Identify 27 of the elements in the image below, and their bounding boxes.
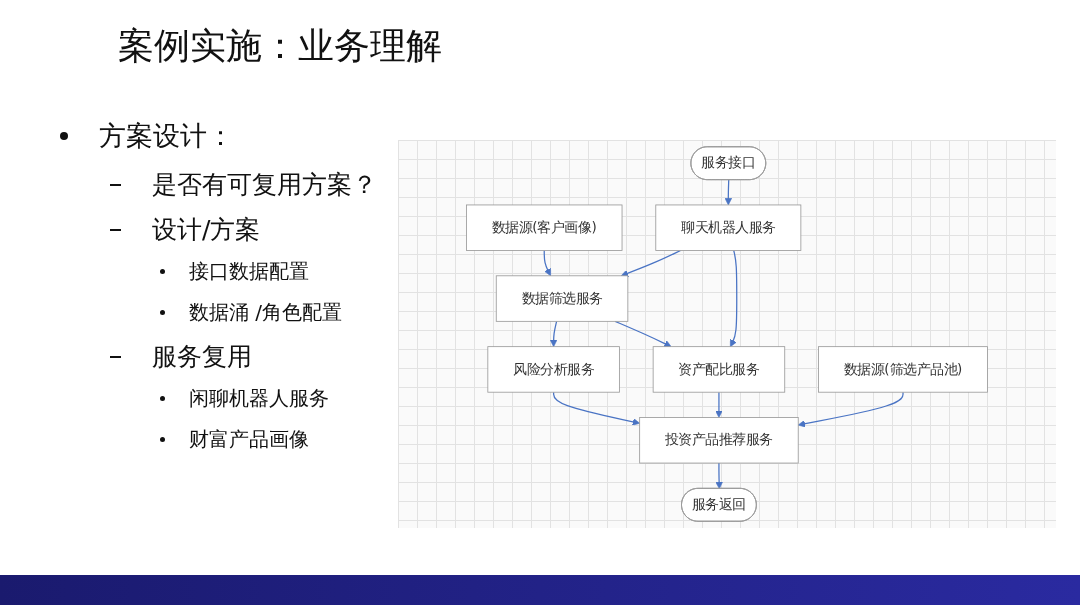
- node-box: [639, 417, 799, 464]
- bullet-text: 方案设计：: [99, 119, 234, 153]
- node-box: [487, 346, 620, 393]
- node-box: [466, 204, 623, 251]
- arrow: [552, 391, 640, 426]
- node-box: [495, 275, 629, 322]
- arrow: [620, 249, 682, 277]
- node-box: [655, 204, 802, 251]
- bullet-text: 财富产品画像: [189, 426, 309, 453]
- node-box: [818, 346, 988, 393]
- arrow: [797, 391, 904, 428]
- bullet-text: 是否有可复用方案？: [152, 169, 377, 201]
- arrow: [724, 179, 733, 206]
- bullet-text: 接口数据配置: [189, 258, 309, 285]
- arrow: [730, 249, 738, 347]
- bullet-text: 闲聊机器人服务: [189, 385, 329, 412]
- flowchart-canvas: 服务接口 数据源(客户画像) 聊天机器人服务 数据筛选服务 风险分析服务 资产配比服务 数据源(筛选产品池) 投资产品推荐服务 服务返回: [398, 140, 1056, 528]
- arrow: [549, 320, 558, 347]
- bullet-text: 服务复用: [152, 341, 252, 373]
- arrow: [715, 391, 723, 418]
- slide-title: 案例实施：业务理解: [118, 24, 442, 68]
- arrow: [614, 320, 672, 348]
- node-box: [652, 346, 786, 393]
- bullet-text: 设计/方案: [152, 214, 261, 246]
- arrow: [715, 462, 723, 490]
- bullet-text: 数据涌 /角色配置: [189, 299, 343, 326]
- arrow: [543, 249, 551, 277]
